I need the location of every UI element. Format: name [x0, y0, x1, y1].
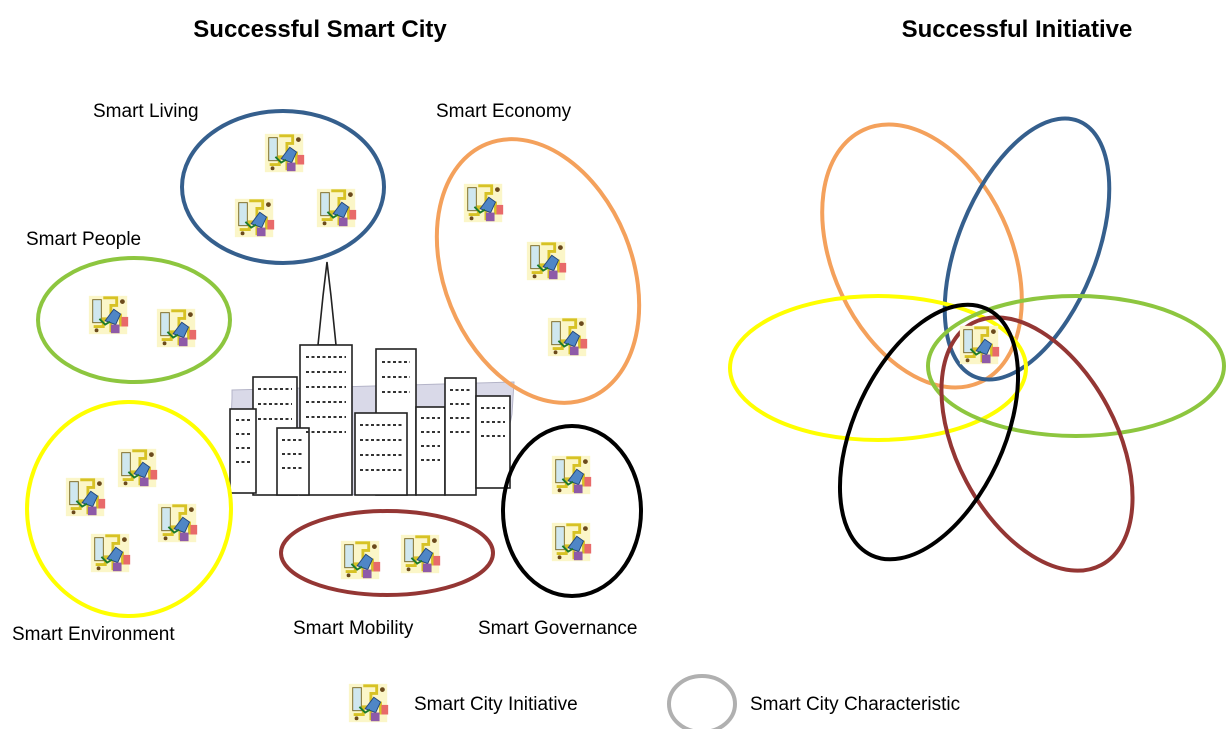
initiatives-governance: [550, 454, 593, 563]
governance-overlap-ellipse: [837, 302, 1021, 562]
initiatives-environment: [64, 447, 199, 574]
successful-initiative-diagram: [728, 116, 1226, 573]
puzzle-pieces-icon: [546, 316, 589, 358]
puzzle-pieces-icon: [89, 532, 132, 574]
people-overlap-ellipse: [926, 294, 1226, 438]
environment-overlap-ellipse: [728, 294, 1028, 442]
smart-people-label: Smart People: [26, 229, 141, 250]
puzzle-pieces-icon: [233, 197, 276, 239]
puzzle-pieces-icon: [263, 132, 306, 174]
puzzle-pieces-icon: [87, 294, 130, 336]
puzzle-pieces-icon: [347, 682, 390, 724]
smart-environment-ellipse: [25, 400, 233, 618]
smart-living-ellipse: [180, 109, 386, 265]
puzzle-pieces-icon: [64, 476, 107, 518]
smart-mobility-ellipse: [279, 509, 495, 597]
puzzle-pieces-icon: [155, 307, 198, 349]
left-title: Successful Smart City: [193, 16, 447, 43]
mobility-overlap-ellipse: [939, 315, 1135, 573]
puzzle-pieces-icon: [550, 521, 593, 563]
legend-characteristic-label: Smart City Characteristic: [750, 694, 960, 715]
initiatives-mobility: [339, 533, 442, 581]
smart-living-label: Smart Living: [93, 101, 199, 122]
smart-mobility-label: Smart Mobility: [293, 618, 414, 639]
puzzle-pieces-icon: [525, 240, 568, 282]
smart-governance-label: Smart Governance: [478, 618, 637, 639]
initiatives-living: [233, 132, 358, 239]
legend: Smart City Initiative Smart City Charact…: [347, 674, 960, 729]
initiatives-economy: [462, 182, 589, 358]
circle-outline-icon: [667, 674, 737, 729]
puzzle-pieces-icon: [339, 539, 382, 581]
puzzle-pieces-icon: [462, 182, 505, 224]
smart-governance-ellipse: [501, 424, 643, 598]
puzzle-pieces-icon: [315, 187, 358, 229]
puzzle-pieces-icon: [958, 324, 1001, 366]
legend-initiative-label: Smart City Initiative: [414, 694, 578, 715]
puzzle-pieces-icon: [156, 502, 199, 544]
economy-overlap-ellipse: [820, 122, 1024, 390]
puzzle-pieces-icon: [399, 533, 442, 575]
city-skyline-icon: [229, 261, 515, 496]
living-overlap-ellipse: [942, 116, 1112, 382]
smart-economy-label: Smart Economy: [436, 101, 572, 122]
right-title: Successful Initiative: [902, 16, 1133, 43]
smart-economy-ellipse: [434, 137, 642, 405]
smart-people-ellipse: [36, 256, 232, 384]
smart-environment-label: Smart Environment: [12, 624, 175, 645]
puzzle-pieces-icon: [116, 447, 159, 489]
initiatives-people: [87, 294, 198, 349]
puzzle-pieces-icon: [550, 454, 593, 496]
